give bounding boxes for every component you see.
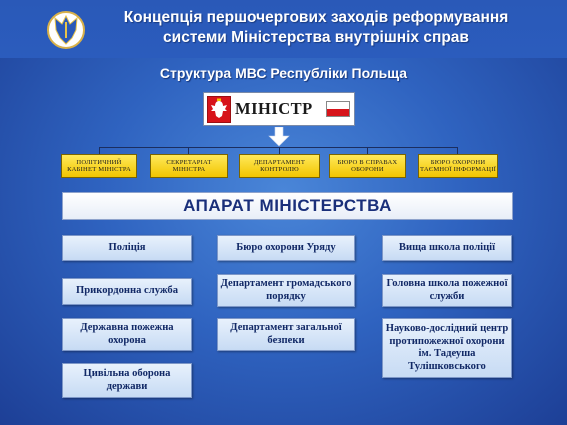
top-unit-political-cabinet: ПОЛІТИЧНИЙ КАБІНЕТ МІНІСТРА xyxy=(61,154,137,178)
unit-state-fire-service: Державна пожежна охорона xyxy=(62,318,192,351)
unit-border-guard: Прикордонна служба xyxy=(62,278,192,305)
header-band xyxy=(0,0,567,58)
title-line-2: системи Міністерства внутрішніх справ xyxy=(163,29,469,46)
trident-emblem-icon xyxy=(47,11,85,49)
unit-public-order-department: Департамент громадського порядку xyxy=(217,274,355,307)
connector-drop-1 xyxy=(99,147,100,154)
top-unit-control-department: ДЕПАРТАМЕНТ КОНТРОЛЮ xyxy=(239,154,320,178)
connector-top-line xyxy=(99,147,457,148)
unit-government-protection-bureau: Бюро охорони Уряду xyxy=(217,235,355,261)
polish-flag-icon xyxy=(326,101,350,117)
unit-police-academy: Вища школа поліції xyxy=(382,235,512,261)
unit-general-security-department: Департамент загальної безпеки xyxy=(217,318,355,351)
minister-label: МІНІСТР xyxy=(235,99,313,118)
connector-drop-3 xyxy=(279,147,280,154)
connector-drop-4 xyxy=(367,147,368,154)
unit-fire-research-centre: Науково-дослідний центр протипожежної ох… xyxy=(382,318,512,378)
arrow-down-icon xyxy=(268,127,290,147)
diagram-subtitle: Структура МВС Республіки Польща xyxy=(159,65,408,81)
top-unit-secretariat: СЕКРЕТАРІАТ МІНІСТРА xyxy=(150,154,228,178)
page-title: Концепція першочергових заходів реформув… xyxy=(96,8,536,48)
ministry-apparatus-node: АПАРАТ МІНІСТЕРСТВА xyxy=(62,192,513,220)
minister-node: МІНІСТР xyxy=(203,92,355,126)
top-unit-secret-info-bureau: БЮРО ОХОРОНИ ТАЄМНОЇ ІНФОРМАЦІЇ xyxy=(418,154,498,178)
unit-police: Поліція xyxy=(62,235,192,261)
top-unit-defence-bureau: БЮРО В СПРАВАХ ОБОРОНИ xyxy=(329,154,406,178)
connector-drop-2 xyxy=(188,147,189,154)
polish-eagle-icon xyxy=(207,96,231,123)
connector-drop-5 xyxy=(457,147,458,154)
unit-fire-service-school: Головна школа пожежної служби xyxy=(382,274,512,307)
title-line-1: Концепція першочергових заходів реформув… xyxy=(123,9,509,26)
unit-civil-defence: Цивільна оборона держави xyxy=(62,363,192,398)
